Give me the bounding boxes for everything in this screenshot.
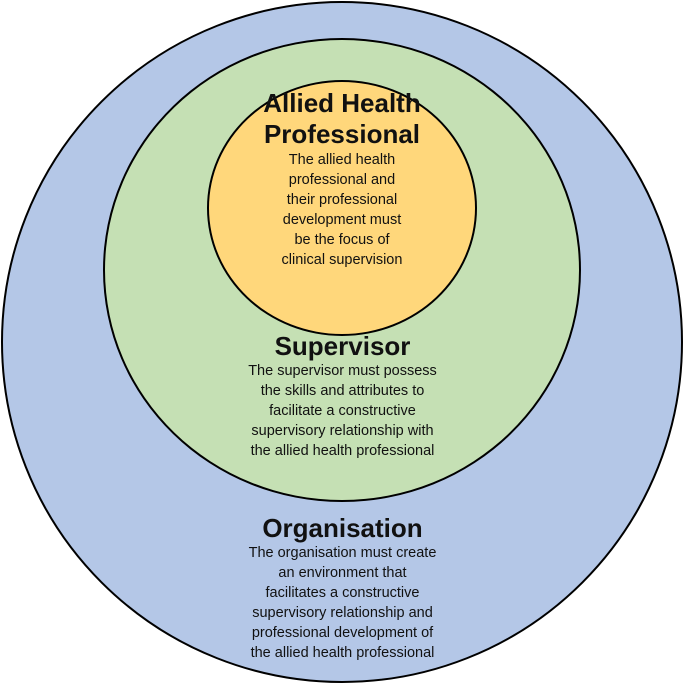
organisation-title: Organisation	[262, 513, 423, 543]
allied-health-line: clinical supervision	[281, 252, 403, 268]
allied-health-circle	[207, 80, 477, 336]
supervisor-line: facilitate a constructive	[269, 403, 416, 419]
allied-health-line: The allied health	[288, 152, 396, 168]
supervisor-line: the skills and attributes to	[260, 383, 425, 399]
organisation-description: The organisation must create an environm…	[190, 543, 495, 663]
organisation-block: Organisation The organisation must creat…	[190, 513, 495, 663]
organisation-line: facilitates a constructive	[265, 585, 420, 601]
allied-health-title-line1: Allied Health	[263, 88, 421, 118]
allied-health-line: development must	[282, 212, 402, 228]
allied-health-description: The allied health professional and their…	[222, 150, 462, 270]
allied-health-line: their professional	[286, 192, 398, 208]
organisation-line: supervisory relationship and	[252, 605, 433, 621]
supervisor-description: The supervisor must possess the skills a…	[200, 361, 485, 461]
organisation-line: The organisation must create	[248, 545, 437, 561]
organisation-line: an environment that	[278, 565, 407, 581]
supervisor-line: The supervisor must possess	[248, 363, 437, 379]
allied-health-title-line2: Professional	[263, 119, 421, 149]
organisation-line: the allied health professional	[250, 645, 435, 661]
supervisor-block: Supervisor The supervisor must possess t…	[200, 331, 485, 461]
allied-health-line: professional and	[288, 172, 396, 188]
supervisor-line: supervisory relationship with	[251, 423, 434, 439]
allied-health-block: Allied Health Professional The allied he…	[222, 88, 462, 270]
supervisor-line: the allied health professional	[250, 443, 435, 459]
supervisor-title: Supervisor	[274, 331, 411, 361]
allied-health-line: be the focus of	[294, 232, 390, 248]
organisation-line: professional development of	[251, 625, 434, 641]
